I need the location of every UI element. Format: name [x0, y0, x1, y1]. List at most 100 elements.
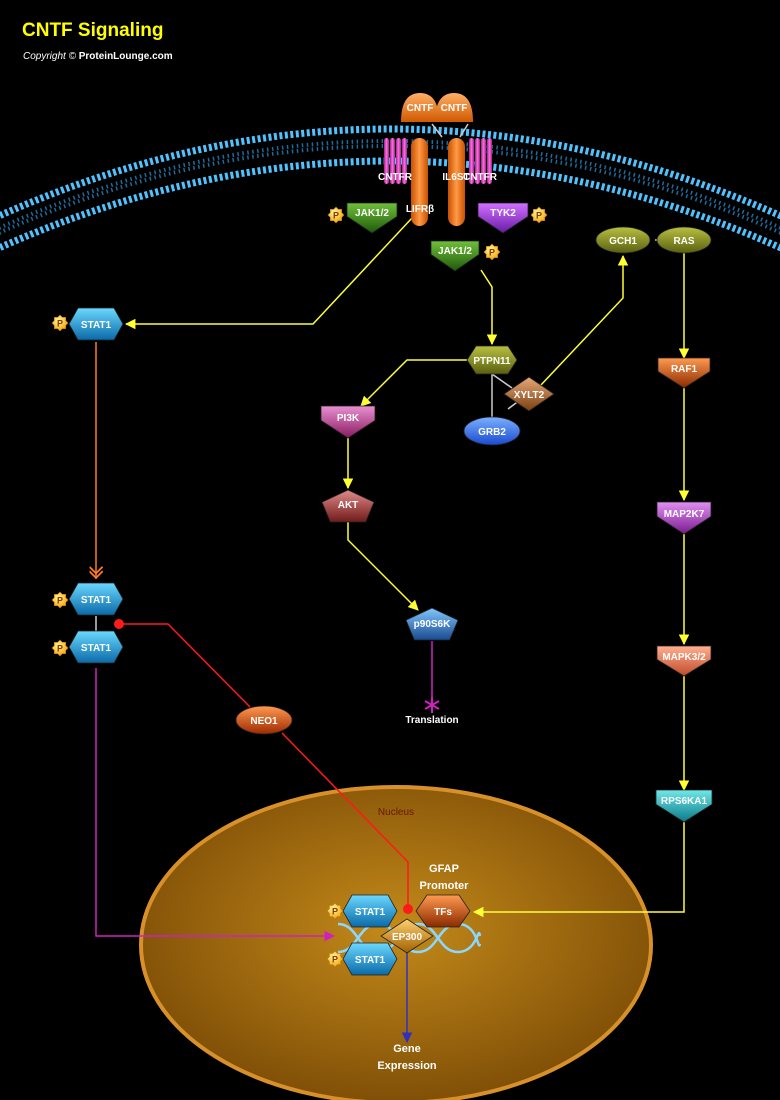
phospho-stat1-nuc-a-icon-label: P [332, 907, 338, 917]
jak-bottom-node[interactable]: JAK1/2 [430, 240, 480, 272]
lifrb-label: LIFRβ [406, 204, 434, 215]
phospho-stat1-top-icon-label: P [57, 319, 63, 329]
inhibit-neo1-stat1 [120, 623, 251, 708]
stat1-mid-a-node-label: STAT1 [81, 595, 112, 606]
xylt2-node[interactable]: XYLT2 [503, 376, 555, 412]
edge-ptpn11-pi3k [360, 359, 470, 407]
raf1-node[interactable]: RAF1 [657, 357, 711, 389]
pi3k-node[interactable]: PI3K [320, 405, 376, 439]
cntf-left-label: CNTF [407, 103, 434, 114]
phospho-stat1-nuc-a-icon: P [326, 902, 344, 920]
stat1-nuc-a-node-label: STAT1 [355, 907, 386, 918]
neo1-node[interactable]: NEO1 [235, 705, 293, 735]
inhibition-end-stat1 [114, 619, 124, 629]
phospho-tyk2-icon: P [530, 206, 548, 224]
stat1-nuc-b-node-label: STAT1 [355, 955, 386, 966]
asterisk-icon [424, 697, 440, 713]
phospho-jak-left-icon-label: P [333, 211, 339, 221]
gch1-node-label: GCH1 [609, 236, 637, 247]
cntfr-right-label: CNTFR [463, 172, 498, 183]
phospho-stat1-top-icon: P [51, 314, 69, 332]
grb2-node-label: GRB2 [478, 427, 506, 438]
phospho-stat1-mid-b-icon: P [51, 639, 69, 657]
cntf-right-label: CNTF [441, 103, 468, 114]
connectors [95, 123, 690, 1044]
jak-bottom-node-label: JAK1/2 [438, 246, 472, 257]
gch1-node[interactable]: GCH1 [595, 226, 651, 254]
nucleus-label: Nucleus [378, 807, 414, 818]
cntf-left-ligand[interactable] [401, 93, 439, 122]
phospho-stat1-mid-a-icon-label: P [57, 596, 63, 606]
edge-jak-ptpn11 [480, 269, 498, 346]
page-title: CNTF Signaling [22, 20, 164, 41]
ptpn11-node[interactable]: PTPN11 [466, 345, 518, 375]
il6st-receptor[interactable] [448, 138, 465, 226]
cntfr-left-label: CNTFR [378, 172, 413, 183]
ep300-node[interactable]: EP300 [380, 918, 434, 954]
tfs-node-label: TFs [434, 907, 452, 918]
edge-stat1-nucleus [95, 668, 336, 942]
phospho-stat1-mid-a-icon: P [51, 591, 69, 609]
gfap-label-line1: GFAP [429, 863, 459, 875]
phospho-stat1-nuc-b-icon: P [326, 950, 344, 968]
stat1-mid-b-node[interactable]: STAT1 [68, 630, 124, 664]
edge-rps6ka1-tfs [472, 822, 685, 918]
stat1-nuc-b-node[interactable]: STAT1 [342, 942, 398, 976]
phospho-stat1-mid-b-icon-label: P [57, 644, 63, 654]
mapk32-node-label: MAPK3/2 [662, 652, 706, 663]
inhibit-neo1-nucleus [281, 732, 409, 906]
xylt2-node-label: XYLT2 [514, 390, 545, 401]
tyk2-node[interactable]: TYK2 [477, 202, 529, 234]
stat1-mid-a-node[interactable]: STAT1 [68, 582, 124, 616]
copyright-notice: Copyright © ProteinLounge.com [23, 51, 173, 62]
ras-node[interactable]: RAS [656, 226, 712, 254]
phospho-jak-bottom-icon-label: P [489, 248, 495, 258]
ep300-node-label: EP300 [392, 932, 422, 943]
il6st-label: IL6ST [442, 172, 469, 183]
edge-akt-p90s6k [347, 522, 419, 611]
phospho-stat1-nuc-b-icon-label: P [332, 955, 338, 965]
raf1-node-label: RAF1 [671, 364, 698, 375]
phospho-jak-left-icon: P [327, 206, 345, 224]
gene-label-line1: Gene [393, 1043, 421, 1055]
cntf-right-ligand[interactable] [435, 93, 473, 122]
ptpn11-node-label: PTPN11 [473, 356, 511, 367]
translation-label: Translation [405, 715, 458, 726]
ras-node-label: RAS [673, 236, 694, 247]
akt-node[interactable]: AKT [321, 489, 375, 523]
grb2-node[interactable]: GRB2 [463, 416, 521, 446]
rps6ka1-node[interactable]: RPS6KA1 [655, 789, 713, 823]
jak-left-node-label: JAK1/2 [355, 208, 389, 219]
tfs-node[interactable]: TFs [415, 894, 471, 928]
stat1-mid-b-node-label: STAT1 [81, 643, 112, 654]
akt-node-label: AKT [338, 500, 359, 511]
pi3k-node-label: PI3K [337, 413, 360, 424]
rps6ka1-node-label: RPS6KA1 [661, 796, 708, 807]
mapk32-node[interactable]: MAPK3/2 [656, 645, 712, 677]
gene-label-line2: Expression [377, 1060, 437, 1072]
lifrb-receptor[interactable] [411, 138, 428, 226]
gfap-label-line2: Promoter [420, 880, 470, 892]
stat1-nuc-a-node[interactable]: STAT1 [342, 894, 398, 928]
p90s6k-node-label: p90S6K [414, 619, 451, 630]
edge-xylt2-gch1 [539, 254, 629, 387]
jak-left-node[interactable]: JAK1/2 [346, 202, 398, 234]
inhibition-end-nucleus [403, 904, 413, 914]
cntfr-right[interactable] [469, 138, 492, 184]
tyk2-node-label: TYK2 [490, 208, 516, 219]
cntfr-left[interactable] [384, 138, 407, 184]
stat1-top-node-label: STAT1 [81, 320, 112, 331]
neo1-node-label: NEO1 [250, 716, 278, 727]
edge-lifrb-stat1 [124, 217, 413, 330]
map2k7-node-label: MAP2K7 [664, 509, 705, 520]
phospho-jak-bottom-icon: P [483, 243, 501, 261]
stat1-top-node[interactable]: STAT1 [68, 307, 124, 341]
copyright-site: ProteinLounge.com [78, 51, 173, 62]
phospho-tyk2-icon-label: P [536, 211, 542, 221]
copyright-prefix: Copyright © [23, 51, 76, 62]
p90s6k-node[interactable]: p90S6K [405, 607, 459, 641]
map2k7-node[interactable]: MAP2K7 [656, 501, 712, 535]
